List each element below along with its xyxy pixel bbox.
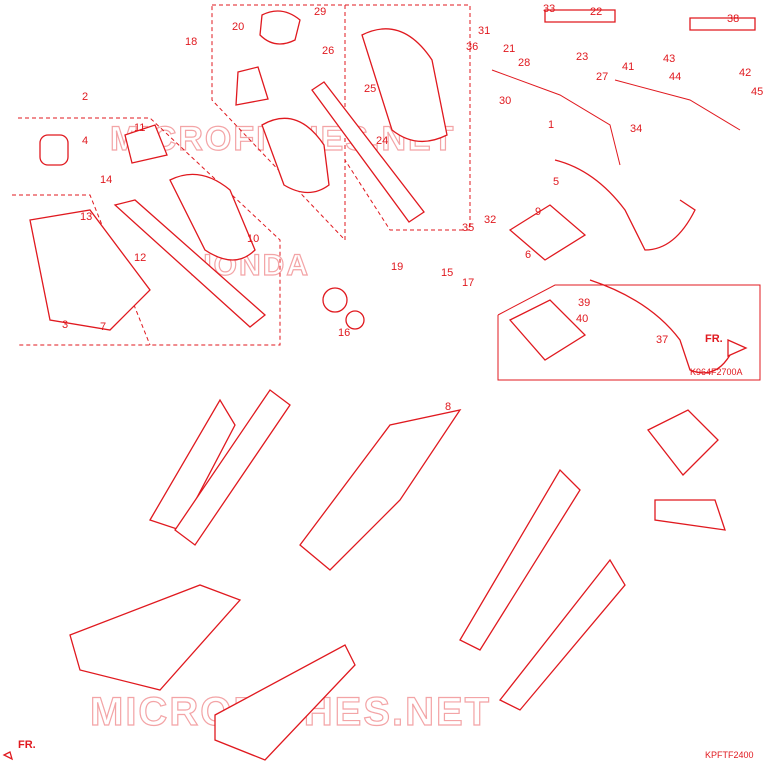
- callout-36: 36: [466, 41, 478, 53]
- callout-39: 39: [578, 297, 590, 309]
- front-arrow-label-lower: FR.: [18, 739, 36, 751]
- callout-26: 26: [322, 45, 334, 57]
- protector-40-part: [508, 299, 587, 361]
- callout-4: 4: [82, 135, 88, 147]
- end-cap-part: [39, 134, 69, 166]
- exhaust-pipe-part: [113, 199, 267, 328]
- pipe-5-part: [554, 159, 696, 251]
- cover-4-part: [654, 499, 726, 531]
- group-outline-18: [211, 4, 346, 242]
- callout-17: 17: [462, 277, 474, 289]
- heat-cap-part: [124, 124, 168, 164]
- callout-7: 7: [100, 321, 106, 333]
- callout-28: 28: [518, 57, 530, 69]
- pipe-37-part: [589, 279, 731, 374]
- callout-45: 45: [751, 86, 763, 98]
- front-arrow-icon-upper: [727, 338, 748, 358]
- callout-labels: 1234567891011121314151617181920212223242…: [62, 3, 763, 413]
- callout-18: 18: [185, 36, 197, 48]
- callout-16: 16: [338, 327, 350, 339]
- callout-30: 30: [499, 95, 511, 107]
- pipe-24-part: [311, 81, 425, 223]
- bracket-38-part: [689, 17, 756, 31]
- callout-20: 20: [232, 21, 244, 33]
- protector-6-part: [508, 204, 587, 261]
- callout-12: 12: [134, 252, 146, 264]
- cover-3-part: [647, 409, 719, 476]
- callout-13: 13: [80, 211, 92, 223]
- muffler-25-part: [361, 28, 448, 142]
- group-outline-2: [18, 117, 281, 346]
- callout-35: 35: [462, 222, 474, 234]
- callout-23: 23: [576, 51, 588, 63]
- front-arrow-label-upper: FR.: [705, 333, 723, 345]
- callout-9: 9: [535, 206, 541, 218]
- muffler-10-part: [261, 117, 330, 194]
- group-outline-37: [497, 284, 761, 381]
- callout-25: 25: [364, 83, 376, 95]
- callout-29: 29: [314, 6, 326, 18]
- callout-31: 31: [478, 25, 490, 37]
- callout-24: 24: [376, 135, 388, 147]
- callout-8: 8: [445, 401, 451, 413]
- callout-41: 41: [622, 61, 634, 73]
- callout-43: 43: [663, 53, 675, 65]
- bracket-22-part: [544, 9, 616, 23]
- callout-15: 15: [441, 267, 453, 279]
- callout-1: 1: [548, 119, 554, 131]
- callout-37: 37: [656, 334, 668, 346]
- side-cover-14-part: [459, 468, 581, 651]
- pipe-41-part: [614, 79, 741, 131]
- callout-19: 19: [391, 261, 403, 273]
- side-cover-9-part: [214, 644, 356, 761]
- callout-21: 21: [503, 43, 515, 55]
- callout-14: 14: [100, 174, 112, 186]
- callout-10: 10: [247, 233, 259, 245]
- callout-3: 3: [62, 319, 68, 331]
- front-arrow-icon-lower: [2, 751, 14, 761]
- callout-11: 11: [134, 122, 145, 134]
- callout-6: 6: [525, 249, 531, 261]
- muffler-body-part: [169, 173, 256, 261]
- group-outline-19: [344, 4, 471, 231]
- side-cover-13-part: [498, 558, 626, 711]
- side-cover-5-part: [69, 584, 242, 691]
- callout-38: 38: [727, 13, 739, 25]
- side-cover-12-part: [149, 398, 236, 531]
- gasket-part: [322, 287, 348, 313]
- callout-40: 40: [576, 313, 588, 325]
- callout-33: 33: [543, 3, 555, 15]
- callout-5: 5: [553, 176, 559, 188]
- callout-34: 34: [630, 123, 642, 135]
- callout-44: 44: [669, 71, 681, 83]
- callout-22: 22: [590, 6, 602, 18]
- cap-11-part: [235, 66, 269, 106]
- diagram-code-lower: KPFTF2400: [705, 750, 754, 760]
- callout-32: 32: [484, 214, 496, 226]
- side-cover-10-part: [174, 389, 291, 546]
- cap-20-part: [259, 10, 301, 45]
- callout-27: 27: [596, 71, 608, 83]
- collar-part: [345, 310, 365, 330]
- pipe-21-part: [491, 69, 621, 166]
- heat-shield-part: [29, 209, 151, 331]
- diagram-code-upper: K964F2700A: [690, 367, 743, 377]
- callout-2: 2: [82, 91, 88, 103]
- callout-42: 42: [739, 67, 751, 79]
- side-cover-8-part: [299, 409, 462, 571]
